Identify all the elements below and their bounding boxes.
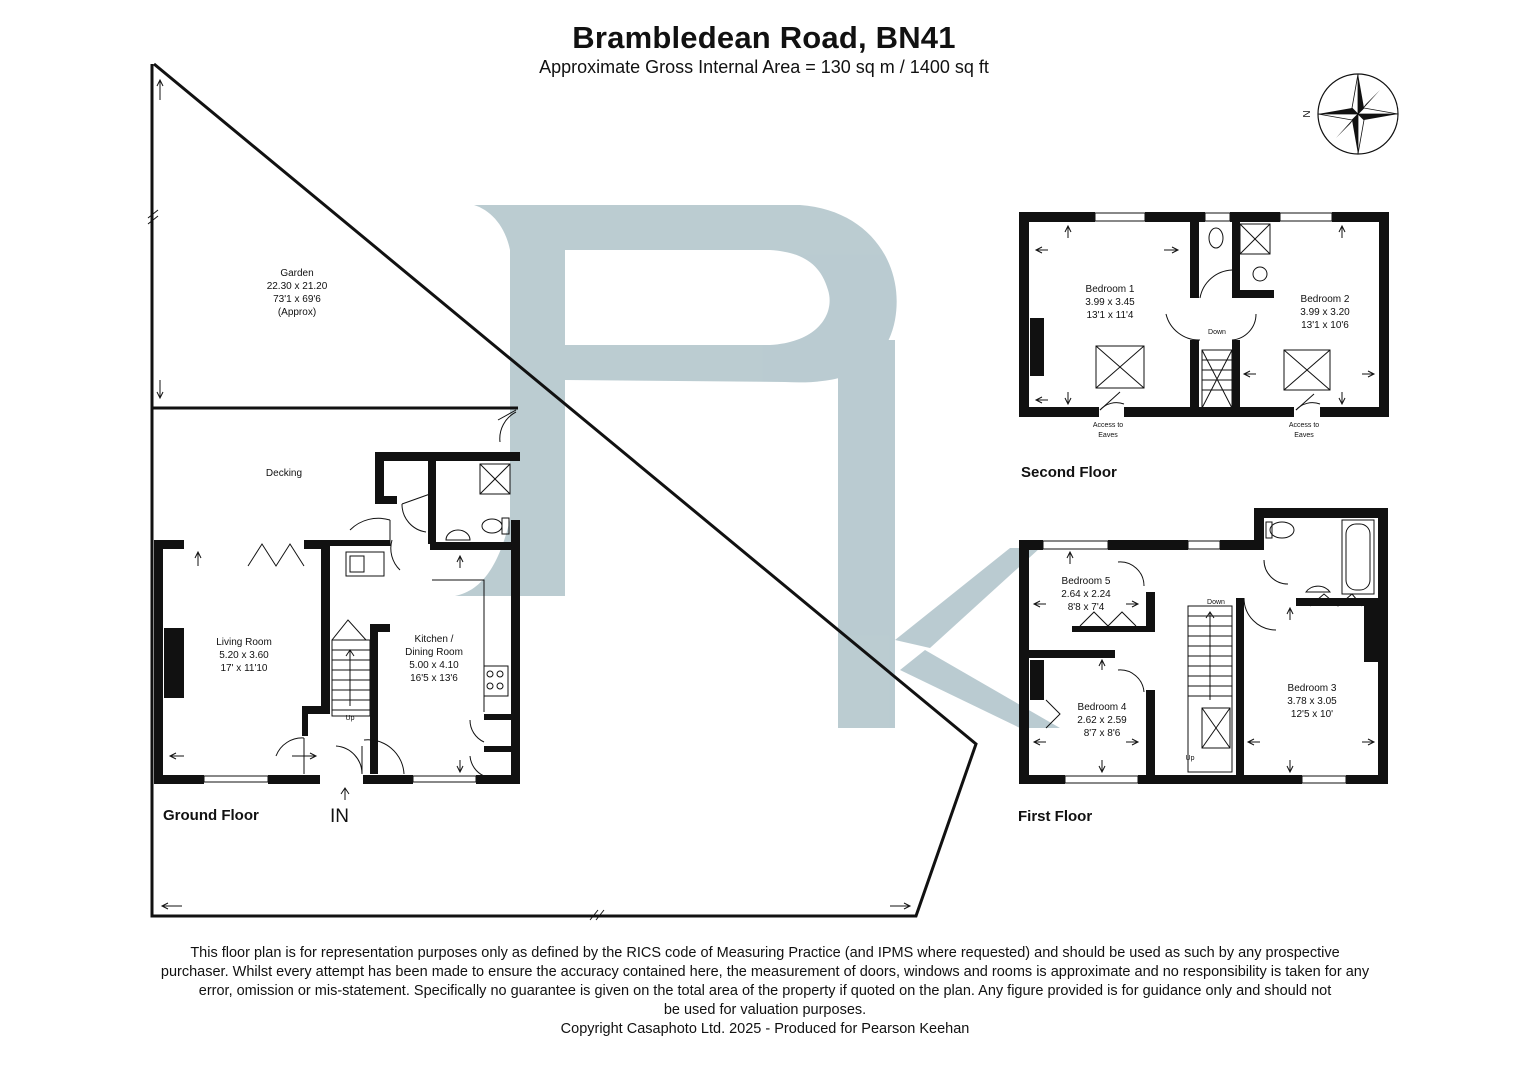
svg-text:Eaves: Eaves [1294, 432, 1314, 439]
kitchen-label: Kitchen / Dining Room 5.00 x 4.10 16'5 x… [405, 634, 463, 684]
stairs-up-label: Up [346, 715, 355, 722]
first-floor-dimension-arrows [1032, 550, 1376, 774]
svg-text:Bedroom 2: Bedroom 2 [1301, 294, 1350, 305]
bedroom4-label: Bedroom 4 2.62 x 2.59 8'7 x 8'6 [1077, 702, 1127, 739]
svg-text:Dining Room: Dining Room [405, 647, 463, 658]
first-floor-label: First Floor [1018, 808, 1092, 825]
entrance-arrow-icon [340, 787, 350, 800]
garden-label: Garden 22.30 x 21.20 73'1 x 69'6 (Approx… [267, 268, 328, 318]
svg-text:73'1 x 69'6: 73'1 x 69'6 [273, 294, 321, 305]
svg-text:12'5 x 10': 12'5 x 10' [1291, 709, 1333, 720]
svg-text:Bedroom 3: Bedroom 3 [1288, 683, 1337, 694]
bedroom1-label: Bedroom 1 3.99 x 3.45 13'1 x 11'4 [1085, 284, 1135, 321]
first-floor-walls [1019, 508, 1388, 784]
disclaimer-line-2: purchaser. Whilst every attempt has been… [160, 964, 1370, 980]
stairs-up-label-first: Up [1186, 755, 1195, 762]
svg-text:8'8 x 7'4: 8'8 x 7'4 [1068, 602, 1105, 613]
svg-text:Bedroom 1: Bedroom 1 [1086, 284, 1135, 295]
ground-floor-dimension-arrows [168, 550, 464, 774]
copyright: Copyright Casaphoto Ltd. 2025 - Produced… [560, 1021, 970, 1037]
svg-text:Garden: Garden [280, 268, 313, 279]
svg-text:Access to: Access to [1093, 422, 1123, 429]
svg-text:3.99 x 3.20: 3.99 x 3.20 [1300, 307, 1350, 318]
svg-text:2.64 x 2.24: 2.64 x 2.24 [1061, 589, 1111, 600]
svg-text:Eaves: Eaves [1098, 432, 1118, 439]
second-floor-fixtures [1094, 212, 1333, 411]
watermark-logo [455, 205, 1060, 728]
plan-title: Brambledean Road, BN41 [572, 20, 956, 55]
bedroom5-label: Bedroom 5 2.64 x 2.24 8'8 x 7'4 [1061, 576, 1111, 613]
eaves-access-label-left: Access to Eaves [1093, 422, 1123, 439]
svg-text:3.99 x 3.45: 3.99 x 3.45 [1085, 297, 1135, 308]
watermark-letter-p [455, 205, 897, 596]
eaves-access-label-right: Access to Eaves [1289, 422, 1319, 439]
svg-text:Bedroom 4: Bedroom 4 [1078, 702, 1127, 713]
disclaimer-line-4: be used for valuation purposes. [663, 1002, 867, 1018]
entrance-label: IN [330, 806, 349, 827]
living-room-label: Living Room 5.20 x 3.60 17' x 11'10 [216, 637, 272, 674]
ground-floor-walls [154, 452, 520, 784]
svg-text:17' x 11'10: 17' x 11'10 [220, 663, 267, 674]
svg-text:3.78 x 3.05: 3.78 x 3.05 [1287, 696, 1337, 707]
bedroom2-label: Bedroom 2 3.99 x 3.20 13'1 x 10'6 [1300, 294, 1350, 331]
ground-floor-fixtures [203, 409, 520, 783]
watermark-letter-k-stem [838, 340, 895, 728]
first-floor-fixtures [1042, 519, 1375, 784]
svg-text:22.30 x 21.20: 22.30 x 21.20 [267, 281, 328, 292]
bedroom3-label: Bedroom 3 3.78 x 3.05 12'5 x 10' [1287, 683, 1337, 720]
disclaimer-line-1: This floor plan is for representation pu… [190, 945, 1340, 961]
svg-text:Living Room: Living Room [216, 637, 272, 648]
ground-floor-label: Ground Floor [163, 807, 259, 824]
second-floor-dimension-arrows [1034, 224, 1376, 406]
second-floor-walls [1019, 212, 1389, 417]
svg-text:(Approx): (Approx) [278, 307, 316, 318]
garden-dimension-arrows [147, 78, 912, 921]
svg-text:13'1 x 10'6: 13'1 x 10'6 [1301, 320, 1349, 331]
disclaimer-line-3: error, omission or mis-statement. Specif… [198, 983, 1332, 999]
svg-text:8'7 x 8'6: 8'7 x 8'6 [1084, 728, 1121, 739]
gross-area: Approximate Gross Internal Area = 130 sq… [539, 57, 989, 77]
svg-text:13'1 x 11'4: 13'1 x 11'4 [1086, 310, 1133, 321]
garden-outline [150, 62, 978, 918]
second-floor-label: Second Floor [1021, 464, 1117, 481]
watermark-letter-k-arm [895, 548, 1040, 648]
compass-icon: N [1302, 73, 1399, 155]
svg-text:5.00 x 4.10: 5.00 x 4.10 [409, 660, 459, 671]
svg-text:Kitchen /: Kitchen / [415, 634, 454, 645]
stairs-down-label-second: Down [1208, 329, 1226, 336]
svg-text:Bedroom 5: Bedroom 5 [1062, 576, 1111, 587]
disclaimer: This floor plan is for representation pu… [80, 944, 1450, 1039]
svg-text:5.20 x 3.60: 5.20 x 3.60 [219, 650, 269, 661]
decking-label: Decking [266, 468, 302, 479]
svg-text:16'5 x 13'6: 16'5 x 13'6 [410, 673, 458, 684]
stairs-down-label-first: Down [1207, 599, 1225, 606]
compass-north-label: N [1302, 110, 1313, 117]
svg-text:Access to: Access to [1289, 422, 1319, 429]
svg-text:2.62 x 2.59: 2.62 x 2.59 [1077, 715, 1127, 726]
